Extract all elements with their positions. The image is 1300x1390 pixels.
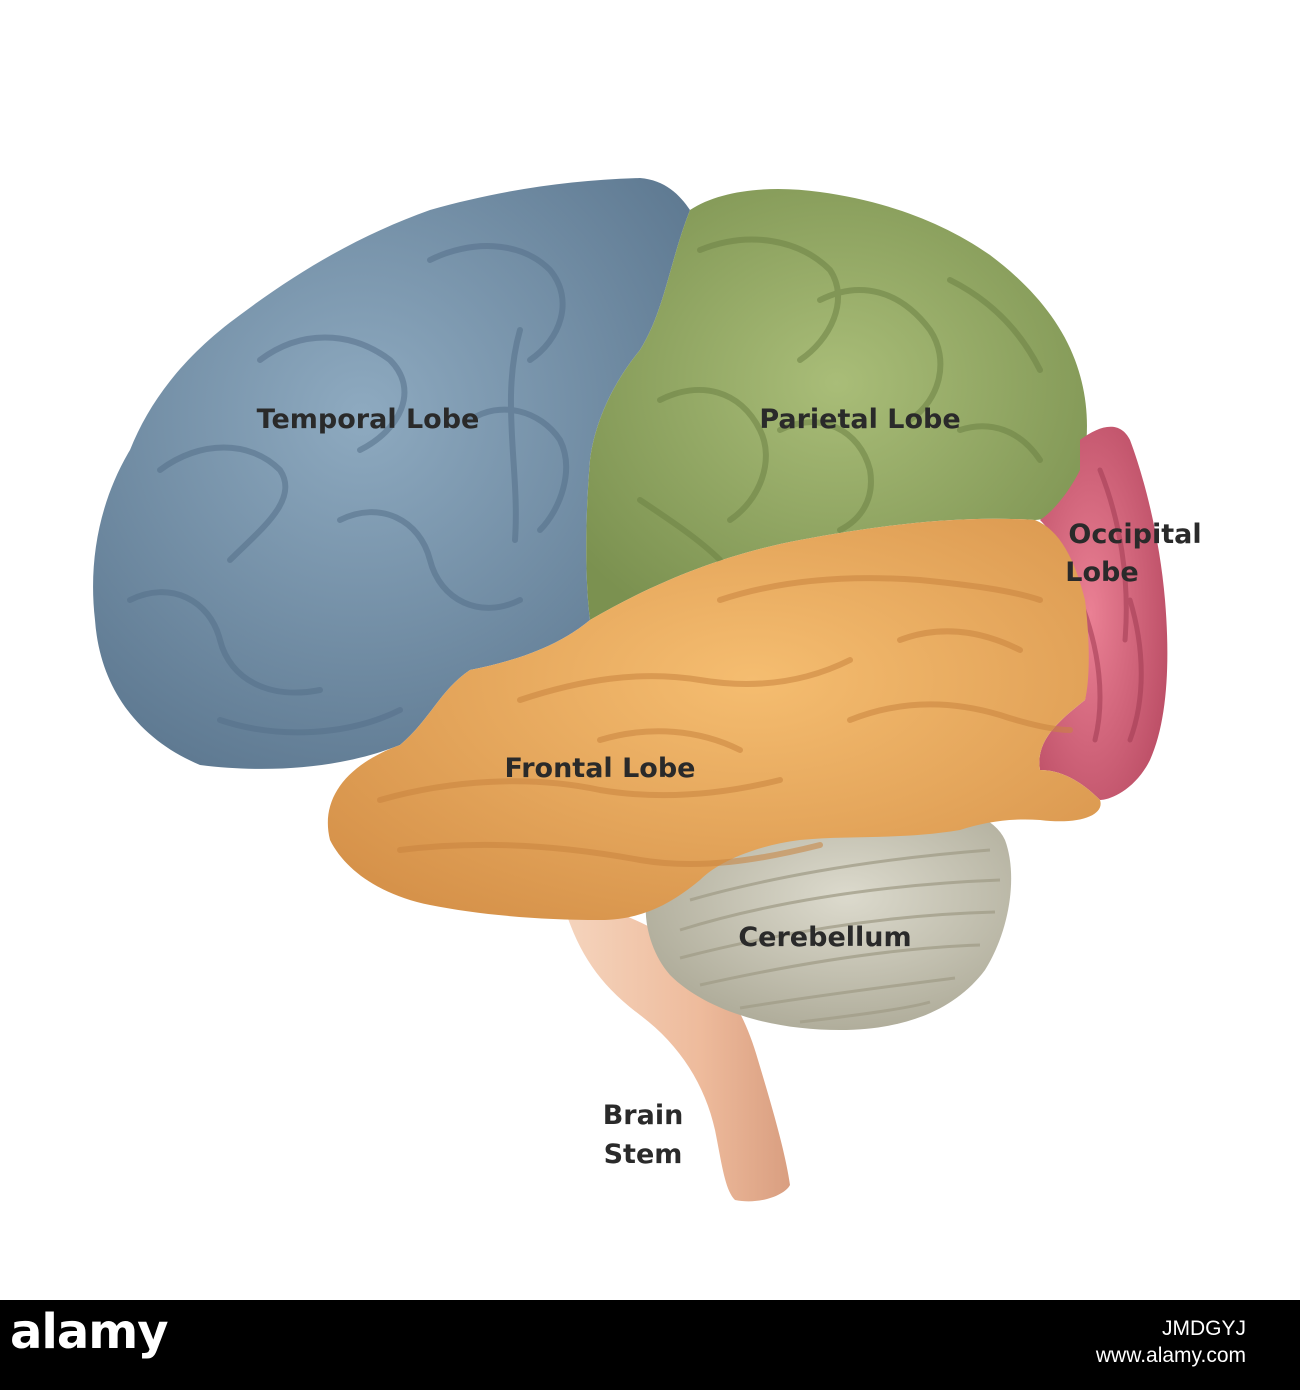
cerebellum-folds — [679, 848, 1001, 1024]
parietal-gyri — [637, 236, 1043, 563]
occipital-lobe-label-line2: Lobe — [1065, 557, 1138, 588]
image-id-text: JMDGYJ — [1162, 1317, 1246, 1340]
brainstem-label-line1: Brain — [603, 1100, 684, 1131]
parietal-lobe-label: Parietal Lobe — [759, 404, 960, 435]
occipital-lobe-shape — [1039, 426, 1168, 800]
watermark-bar — [0, 1300, 1300, 1390]
temporal-gyri — [127, 243, 570, 736]
watermark-logo: alamy — [10, 1304, 169, 1360]
temporal-lobe-label: Temporal Lobe — [257, 404, 480, 435]
frontal-lobe-shape — [327, 518, 1101, 920]
occipital-lobe-label-line1: Occipital — [1068, 519, 1201, 550]
watermark-image-info: JMDGYJ www.alamy.com — [1096, 1315, 1246, 1369]
temporal-lobe-shape — [93, 178, 690, 769]
parietal-lobe-shape — [586, 189, 1087, 621]
frontal-lobe-label: Frontal Lobe — [505, 753, 696, 784]
cerebellum-label: Cerebellum — [738, 922, 911, 953]
brainstem-shape — [565, 905, 790, 1202]
brainstem-label-line2: Stem — [604, 1139, 683, 1170]
frontal-gyri — [377, 575, 1073, 868]
site-url-text: www.alamy.com — [1095, 1344, 1246, 1367]
brain-illustration: Temporal Lobe Parietal Lobe Occipital Lo… — [93, 178, 1202, 1202]
